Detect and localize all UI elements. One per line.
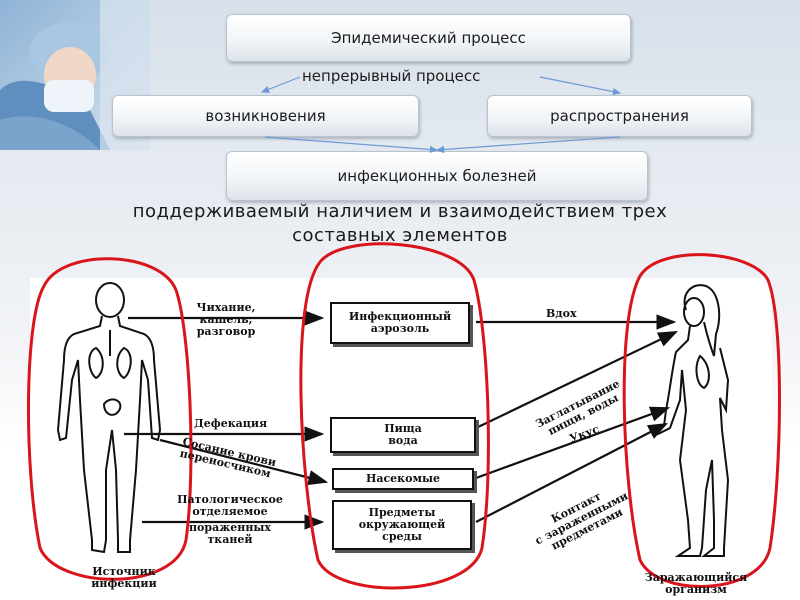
source-highlight-circle	[26, 257, 193, 581]
patho-line-2: отделяемое	[192, 505, 268, 518]
spread-box: распространения	[487, 95, 752, 137]
epidemic-process-title: Эпидемический процесс	[331, 29, 526, 47]
aerosol-line-1: Инфекционный	[348, 310, 452, 323]
source-line-2: инфекции	[91, 577, 157, 590]
continuity-label: непрерывный процесс	[302, 67, 481, 85]
objects-line-2: окружающей	[358, 518, 446, 531]
source-arrows	[124, 310, 329, 530]
source-label: Источник инфекции	[74, 566, 174, 590]
objects-line-1: Предметы	[368, 506, 436, 519]
sneeze-label: Чихание, кашель, разговор	[180, 302, 272, 338]
recipient-line-2: организм	[665, 583, 727, 596]
insects-box: Насекомые	[332, 468, 474, 490]
recipient-label: Заражающийся организм	[636, 572, 756, 596]
patho-line-4: тканей	[207, 533, 253, 546]
objects-box: Предметы окружающей среды	[332, 500, 472, 550]
diseases-label: инфекционных болезней	[337, 167, 537, 185]
arrow-swallow	[475, 331, 678, 429]
sneeze-line-2: кашель,	[199, 313, 253, 326]
emergence-label: возникновения	[205, 107, 326, 125]
patho-line-1: Патологическое	[177, 493, 283, 506]
arrow-bite	[475, 406, 671, 480]
food-line-2: вода	[388, 434, 418, 447]
source-line-1: Источник	[92, 565, 156, 578]
flow-connectors	[260, 76, 622, 154]
arrow-spread-to-diseases	[435, 136, 621, 154]
food-water-box: Пища вода	[330, 417, 476, 453]
subtitle-line-1: поддерживаемый наличием и взаимодействие…	[132, 201, 668, 222]
arrow-contact	[475, 422, 668, 523]
defecation-label: Дефекация	[194, 417, 268, 430]
emergence-box: возникновения	[112, 95, 419, 137]
patho-line-3: пораженных	[188, 521, 271, 534]
human-figure-icon	[56, 282, 162, 554]
inhale-label: Вдох	[546, 307, 577, 320]
insects-line: Насекомые	[365, 472, 441, 485]
arrow-to-spread	[539, 76, 622, 96]
aerosol-line-2: аэрозоль	[370, 322, 430, 335]
food-line-1: Пища	[384, 422, 422, 435]
subtitle: поддерживаемый наличием и взаимодействие…	[0, 200, 800, 248]
objects-line-3: среды	[382, 530, 422, 543]
subtitle-line-2: составных элементов	[292, 225, 508, 246]
spread-label: распространения	[550, 107, 689, 125]
arrow-emergence-to-diseases	[264, 136, 439, 154]
pathological-label: Патологическое отделяемое пораженных тка…	[166, 494, 294, 546]
arrow-insects	[159, 438, 329, 486]
aerosol-box: Инфекционный аэрозоль	[330, 302, 470, 344]
epidemic-process-box: Эпидемический процесс	[226, 14, 631, 62]
middle-highlight-circle	[299, 242, 490, 590]
recipient-line-1: Заражающийся	[644, 571, 748, 584]
female-figure-icon	[652, 284, 730, 557]
diseases-box: инфекционных болезней	[226, 151, 648, 201]
sneeze-line-1: Чихание,	[196, 301, 256, 314]
arrow-to-emergence	[260, 76, 301, 93]
sneeze-line-3: разговор	[196, 325, 256, 338]
recipient-arrows	[475, 314, 678, 523]
recipient-highlight-circle	[622, 253, 781, 588]
highlight-circles	[26, 242, 781, 590]
